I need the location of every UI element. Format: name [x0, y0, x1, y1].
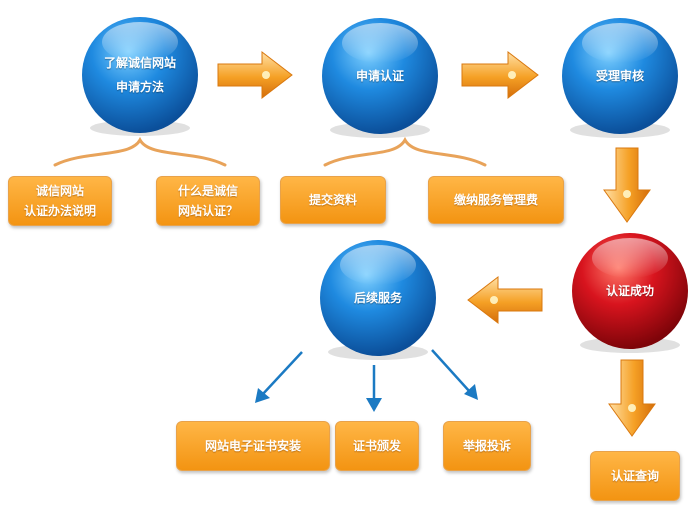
step-success-label: 认证成功 — [605, 284, 654, 298]
pay-fee-button[interactable]: 缴纳服务管理费 — [428, 176, 564, 224]
step-success-circle[interactable] — [572, 233, 688, 353]
report-button[interactable]: 举报投诉 — [443, 421, 531, 471]
thin-arrow-right-icon — [431, 349, 478, 400]
step-learn-line2: 申请方法 — [115, 80, 164, 94]
step-review-label: 受理审核 — [595, 69, 644, 83]
arrow-success-to-followup-icon — [467, 275, 543, 325]
cert-install-button[interactable]: 网站电子证书安装 — [176, 421, 330, 471]
arrow-apply-to-review-icon — [461, 50, 539, 100]
arrow-learn-to-apply-icon — [217, 50, 293, 100]
submit-docs-button[interactable]: 提交资料 — [280, 176, 386, 224]
step-apply-label: 申请认证 — [355, 69, 404, 83]
what-is-button[interactable]: 什么是诚信 网站认证？ — [156, 176, 260, 226]
brace-apply — [323, 136, 487, 167]
integrity-explain-button[interactable]: 诚信网站 认证办法说明 — [8, 176, 112, 226]
arrow-success-to-query-icon — [608, 359, 656, 437]
step-followup-label: 后续服务 — [353, 291, 402, 305]
step-apply-circle[interactable] — [322, 18, 438, 138]
thin-arrow-left-icon — [255, 351, 303, 403]
thin-arrow-down-icon — [366, 365, 382, 412]
step-learn-label: 了解诚信网站 申请方法 — [90, 51, 190, 99]
arrow-review-to-success-icon — [603, 147, 651, 223]
step-followup-circle[interactable] — [320, 240, 436, 360]
cert-issue-button[interactable]: 证书颁发 — [335, 421, 419, 471]
step-review-circle[interactable] — [562, 18, 678, 138]
step-learn-line1: 了解诚信网站 — [103, 56, 176, 70]
step-learn-circle[interactable] — [82, 17, 198, 136]
brace-learn — [53, 136, 227, 167]
cert-query-button[interactable]: 认证查询 — [590, 451, 680, 501]
